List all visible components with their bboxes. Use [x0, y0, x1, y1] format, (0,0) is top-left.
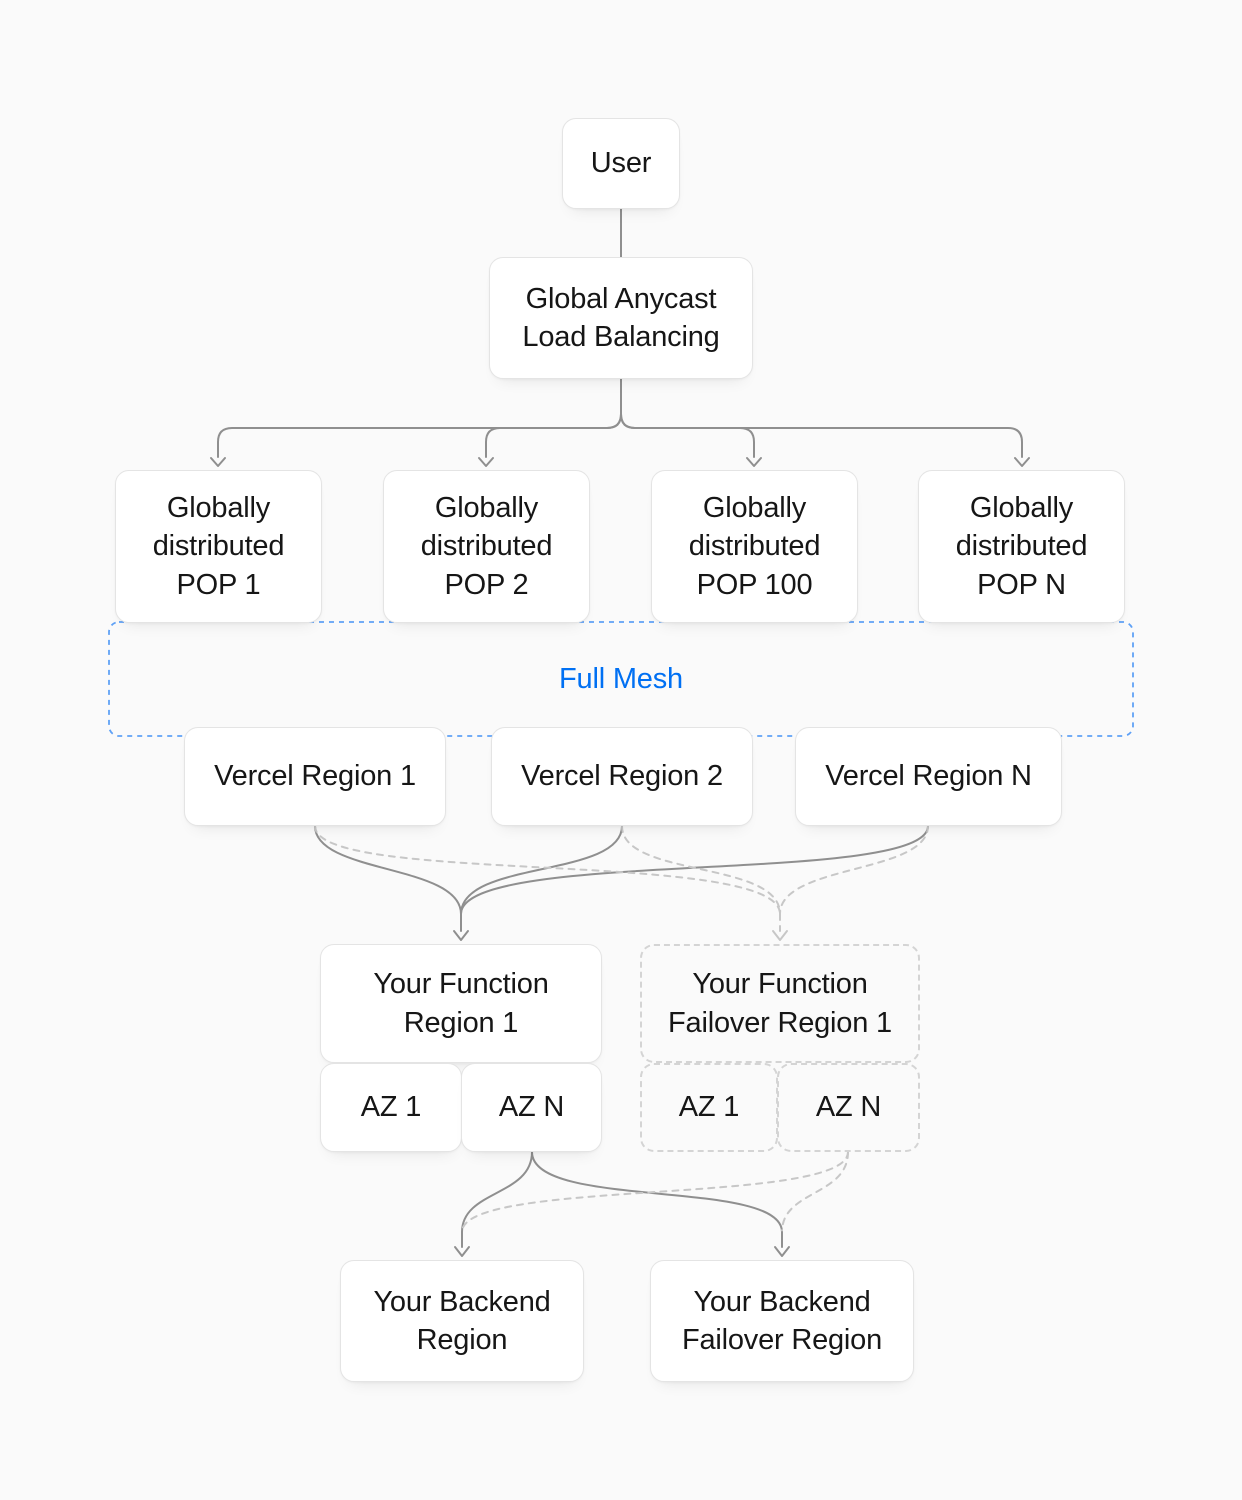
edge-vrn-failover	[779, 825, 929, 915]
edge-failover-azn-backend	[461, 1151, 849, 1233]
load-balancer-node: Global Anycast Load Balancing	[489, 257, 753, 379]
function-failover-az1-node: AZ 1	[640, 1063, 778, 1152]
edge-vrn-function	[460, 825, 929, 915]
vercel-region-node-1: Vercel Region 1	[184, 727, 446, 826]
arrowhead-function-failover	[772, 930, 788, 941]
user-node: User	[562, 118, 680, 209]
edge-vr1-function	[314, 825, 462, 915]
backend-region-node: Your Backend Region	[340, 1260, 584, 1382]
arrowhead-backend-failover	[774, 1246, 790, 1257]
edge-failover-azn-backend-failover	[781, 1151, 849, 1233]
edge-lb-popn	[620, 378, 1023, 458]
edge-vr2-function	[460, 825, 623, 915]
arrowhead-pop100	[746, 457, 762, 467]
edge-lb-pop100	[620, 378, 755, 458]
pop-node-n: Globally distributed POP N	[918, 470, 1125, 623]
arrowhead-pop1	[210, 457, 226, 467]
edge-lb-pop2	[485, 378, 622, 458]
edge-vr2-failover	[621, 825, 781, 915]
function-region-azn-node: AZ N	[461, 1063, 602, 1152]
pop-node-100: Globally distributed POP 100	[651, 470, 858, 623]
function-region-az1-node: AZ 1	[320, 1063, 462, 1152]
edge-azn-backend-failover	[531, 1151, 783, 1233]
vercel-region-node-2: Vercel Region 2	[491, 727, 753, 826]
pop-node-2: Globally distributed POP 2	[383, 470, 590, 623]
arrowhead-function	[453, 930, 469, 941]
edge-lb-pop1	[217, 378, 622, 458]
backend-failover-region-node: Your Backend Failover Region	[650, 1260, 914, 1382]
function-failover-azn-node: AZ N	[777, 1063, 920, 1152]
vercel-region-node-n: Vercel Region N	[795, 727, 1062, 826]
arrowhead-backend	[454, 1246, 470, 1257]
edge-azn-backend	[461, 1151, 533, 1233]
arrowhead-popn	[1014, 457, 1030, 467]
edge-vr1-failover	[314, 825, 781, 915]
pop-node-1: Globally distributed POP 1	[115, 470, 322, 623]
full-mesh-label: Full Mesh	[559, 662, 683, 695]
arrowhead-pop2	[478, 457, 494, 467]
function-region-node: Your Function Region 1	[320, 944, 602, 1063]
function-failover-node: Your Function Failover Region 1	[640, 944, 920, 1063]
